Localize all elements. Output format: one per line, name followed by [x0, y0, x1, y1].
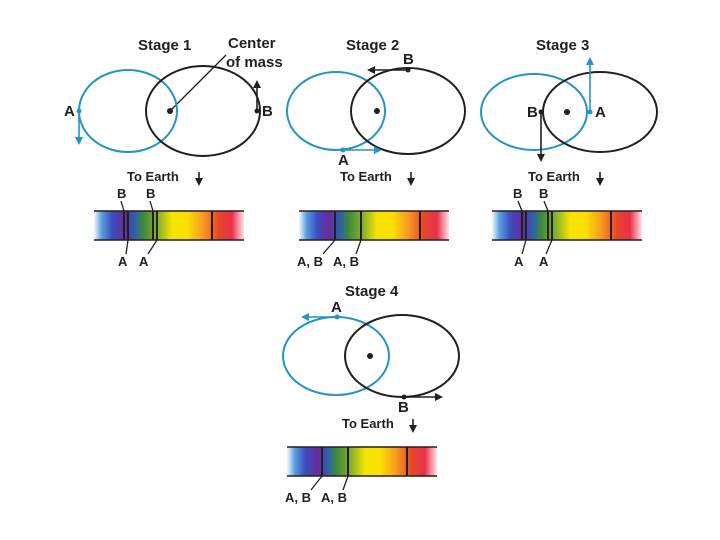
orbit-b [345, 315, 459, 397]
orbit-b [351, 68, 465, 154]
stage-4-title: Stage 4 [345, 283, 399, 300]
stage-1-title: Stage 1 [138, 37, 191, 54]
leader-line [323, 240, 335, 254]
stage-1-panel: Stage 1 Center of mass A B To Earth B B … [64, 35, 283, 269]
spectrum-bottom-label: A [514, 254, 524, 269]
leader-line [148, 240, 157, 254]
center-of-mass-dot [167, 108, 173, 114]
orbit-b [146, 66, 260, 156]
center-of-mass-label-line1: Center [228, 35, 276, 52]
star-a-label: A [64, 103, 75, 120]
center-of-mass-dot [367, 353, 373, 359]
stage-3-title: Stage 3 [536, 37, 589, 54]
star-a-label: A [595, 104, 606, 121]
orbit-a [79, 70, 177, 152]
leader-line [311, 476, 322, 490]
spectrum-bottom-label: A, B [321, 490, 347, 505]
spectrum-bottom-label: A [539, 254, 549, 269]
spectrum-bottom-label: A [139, 254, 149, 269]
star-a-label: A [331, 299, 342, 316]
spectrum-4 [287, 447, 437, 476]
leader-line [121, 201, 124, 211]
stage-3-panel: Stage 3 A B To Earth B B A A [481, 37, 657, 269]
spectrum-2 [299, 211, 449, 240]
center-of-mass-dot [564, 109, 570, 115]
leader-line [150, 201, 153, 211]
spectrum-top-label: B [539, 186, 548, 201]
spectrum-bottom-label: A, B [297, 254, 323, 269]
star-b-label: B [403, 51, 414, 68]
spectrum-top-label: B [146, 186, 155, 201]
to-earth-label: To Earth [340, 169, 392, 184]
orbit-a [287, 72, 385, 150]
to-earth-label: To Earth [127, 169, 179, 184]
spectrum-3 [492, 211, 642, 240]
star-a-label: A [338, 152, 349, 169]
leader-line [544, 201, 548, 211]
to-earth-label: To Earth [342, 416, 394, 431]
to-earth-label: To Earth [528, 169, 580, 184]
stage-4-panel: Stage 4 A B To Earth A, B A, B [283, 283, 459, 505]
orbit-a [283, 317, 389, 395]
stage-2-title: Stage 2 [346, 37, 399, 54]
leader-line [522, 240, 526, 254]
spectrum-1 [94, 211, 244, 240]
star-b-label: B [527, 104, 538, 121]
star-b-label: B [398, 399, 409, 416]
leader-line [546, 240, 552, 254]
stage-2-panel: Stage 2 B A To Earth A, B A, B [287, 37, 465, 269]
spectrum-top-label: B [117, 186, 126, 201]
leader-line [343, 476, 348, 490]
spectrum-bottom-label: A [118, 254, 128, 269]
center-of-mass-label-line2: of mass [226, 54, 283, 71]
spectrum-bottom-label: A, B [333, 254, 359, 269]
leader-line [126, 240, 128, 254]
spectrum-top-label: B [513, 186, 522, 201]
center-of-mass-dot [374, 108, 380, 114]
leader-line [518, 201, 522, 211]
center-of-mass-pointer [171, 55, 226, 110]
leader-line [356, 240, 361, 254]
star-b-label: B [262, 103, 273, 120]
spectrum-bottom-label: A, B [285, 490, 311, 505]
